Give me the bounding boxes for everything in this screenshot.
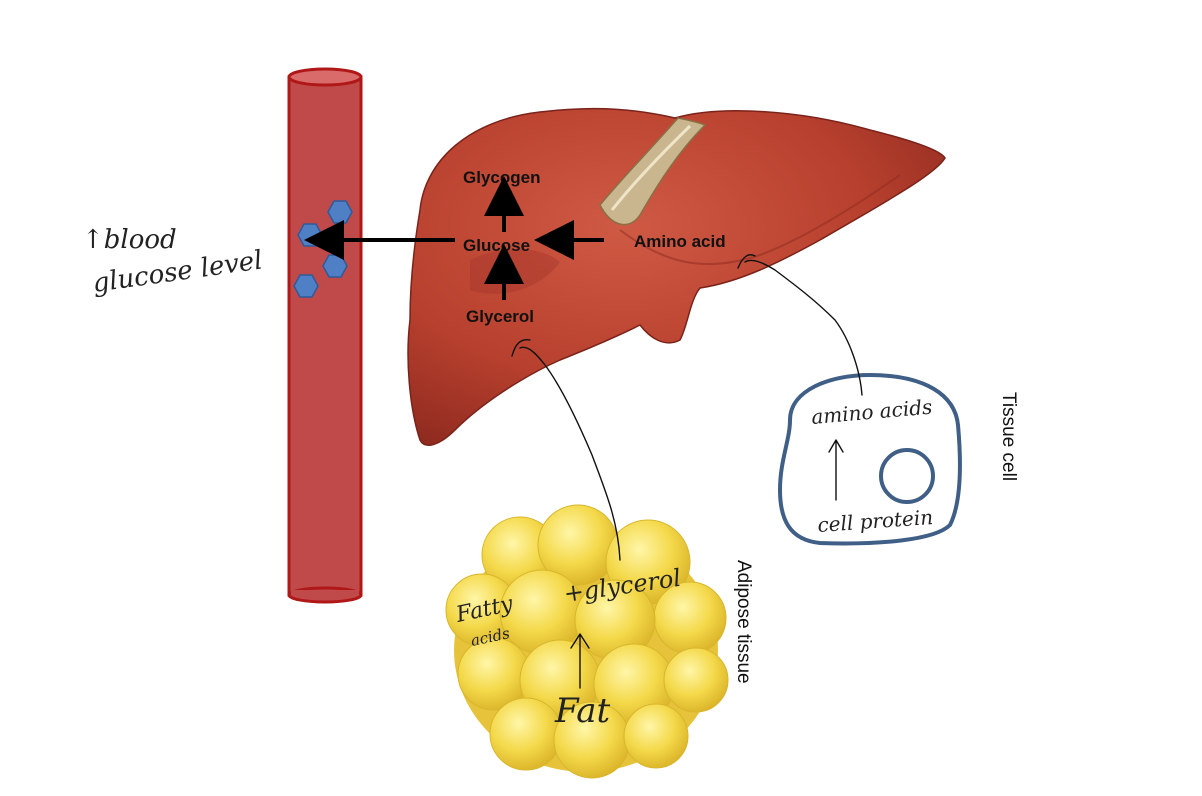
note-blood-glucose: ↑blood glucose level — [82, 225, 264, 299]
label-glucose: Glucose — [463, 236, 530, 255]
adipose-tissue — [445, 504, 729, 779]
note-fat: Fat — [554, 691, 611, 731]
label-tissue-cell: Tissue cell — [998, 392, 1019, 481]
connector-cell-to-liver — [737, 254, 863, 396]
label-glycerol: Glycerol — [466, 307, 534, 326]
note-blood-line1: ↑blood — [82, 225, 177, 255]
glucose-hexagon-icon — [327, 200, 353, 224]
label-glycogen: Glycogen — [463, 168, 540, 187]
glucose-hexagon-icon — [293, 274, 319, 298]
label-adipose-tissue: Adipose tissue — [733, 560, 754, 684]
label-amino-acid: Amino acid — [634, 232, 726, 251]
blood-vessel — [287, 67, 363, 604]
cell-nucleus — [879, 448, 935, 504]
arrow-icon — [570, 633, 590, 689]
tissue-cell: amino acids cell protein — [777, 372, 962, 546]
pathway-arrows — [304, 176, 604, 300]
glucose-hexagon-icon — [297, 223, 323, 247]
arrow-icon — [828, 439, 844, 501]
glucose-hexagon-icon — [322, 254, 348, 278]
connector-fat-to-liver — [511, 338, 621, 561]
